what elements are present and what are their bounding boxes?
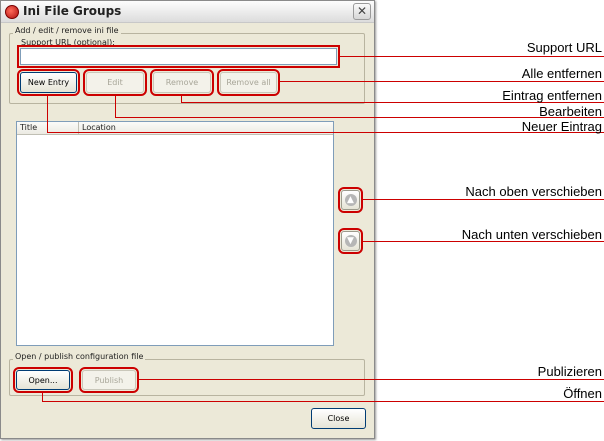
callout-line-remove-vertical [181,94,182,102]
callout-line-support-url [338,56,604,57]
app-icon [5,5,19,19]
ini-file-groups-dialog: Ini File Groups ✕ Add / edit / remove in… [0,0,375,439]
title-bar: Ini File Groups ✕ [1,1,374,23]
support-url-label: Support URL (optional): [21,38,115,47]
add-edit-remove-legend: Add / edit / remove ini file [13,26,121,35]
move-down-button[interactable]: ▼ [338,228,363,254]
callout-line-open-vertical [42,391,43,401]
publish-button[interactable]: Publish [79,367,139,393]
new-entry-button[interactable]: New Entry [17,69,80,96]
callout-line-new-entry [47,132,604,133]
callout-open: Öffnen [563,386,602,401]
callout-line-remove [181,102,604,103]
open-publish-group [9,359,365,396]
table-header: Title Location [17,122,333,135]
callout-line-move-up [361,199,604,200]
callout-move-down: Nach unten verschieben [461,227,602,242]
callout-line-open [42,401,604,402]
remove-all-button[interactable]: Remove all [217,69,280,96]
callout-line-edit [115,117,604,118]
window-title: Ini File Groups [23,4,122,18]
callout-line-remove-all [278,81,604,82]
column-header-location[interactable]: Location [82,123,116,132]
callout-line-new-entry-vertical [47,94,48,133]
arrow-up-icon: ▲ [344,194,357,206]
callout-line-edit-vertical [115,94,116,118]
remove-button[interactable]: Remove [150,69,214,96]
close-window-icon[interactable]: ✕ [353,3,371,20]
move-up-button[interactable]: ▲ [338,187,363,213]
callout-support-url: Support URL [526,40,602,55]
callout-line-publish [137,379,604,380]
callout-move-up: Nach oben verschieben [465,184,602,199]
open-publish-legend: Open / publish configuration file [13,352,146,361]
callout-publish: Publizieren [537,364,602,379]
open-button[interactable]: Open... [13,367,73,393]
callout-line-move-down [361,241,604,242]
add-edit-remove-group [9,33,365,104]
callout-new-entry: Neuer Eintrag [521,119,602,134]
support-url-input[interactable] [17,45,340,68]
ini-file-table[interactable]: Title Location [16,121,334,346]
callout-edit: Bearbeiten [539,104,602,119]
column-header-title[interactable]: Title [17,122,79,134]
edit-button[interactable]: Edit [83,69,147,96]
callout-remove-all: Alle entfernen [521,66,602,81]
close-button[interactable]: Close [311,408,366,429]
callout-remove: Eintrag entfernen [502,88,602,103]
arrow-down-icon: ▼ [344,235,357,247]
